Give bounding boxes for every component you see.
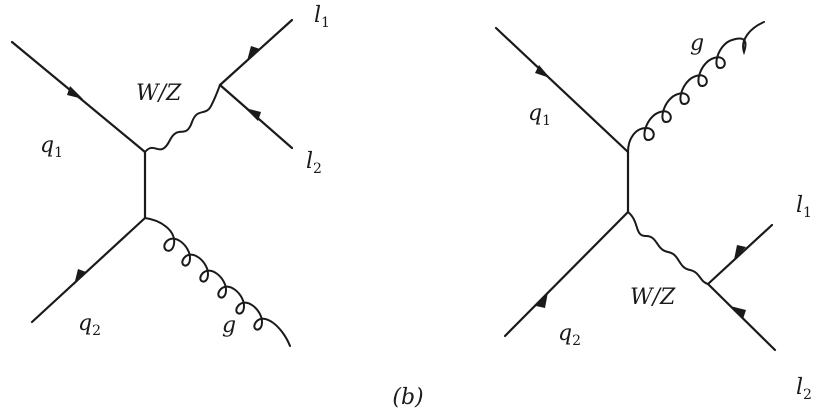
right-lepton-l1-line [706,223,774,286]
left-antiquark-q2-arrow [74,269,86,285]
right-quark-q1-arrow [535,65,550,78]
right-lepton-l2-arrow [730,306,746,319]
left-gluon [144,217,291,347]
figure-caption: (b) [392,385,423,410]
right-lepton-l1-arrow [734,245,746,260]
right-antiquark-q2-line [503,210,630,338]
left-label-boson: W/Z [136,81,182,106]
left-label-l2: l2 [306,149,322,177]
left-antiquark-q2-line [30,216,147,324]
right-wz-boson [627,211,709,285]
right-label-q1: q1 [528,101,551,129]
left-quark-q1-arrow [67,86,83,99]
right-label-l2: l2 [796,375,812,403]
left-label-q1: q1 [40,133,63,161]
left-diagram: q1 q2 l1 l2 W/Z g [10,3,330,347]
left-label-q2: q2 [78,311,101,339]
right-gluon [627,21,765,153]
right-label-l1: l1 [796,193,812,221]
left-label-gluon: g [222,313,236,338]
right-antiquark-q2-arrow [536,292,548,308]
right-quark-q1-line [494,26,630,154]
left-lepton-l2-arrow [245,108,261,121]
right-label-boson: W/Z [630,285,676,310]
right-label-gluon: g [690,31,704,56]
right-label-q2: q2 [558,321,581,349]
left-wz-boson [144,84,221,153]
left-lepton-l1-arrow [247,46,260,61]
left-label-l1: l1 [314,3,330,31]
right-diagram: q1 q2 l1 l2 W/Z g [494,21,812,403]
